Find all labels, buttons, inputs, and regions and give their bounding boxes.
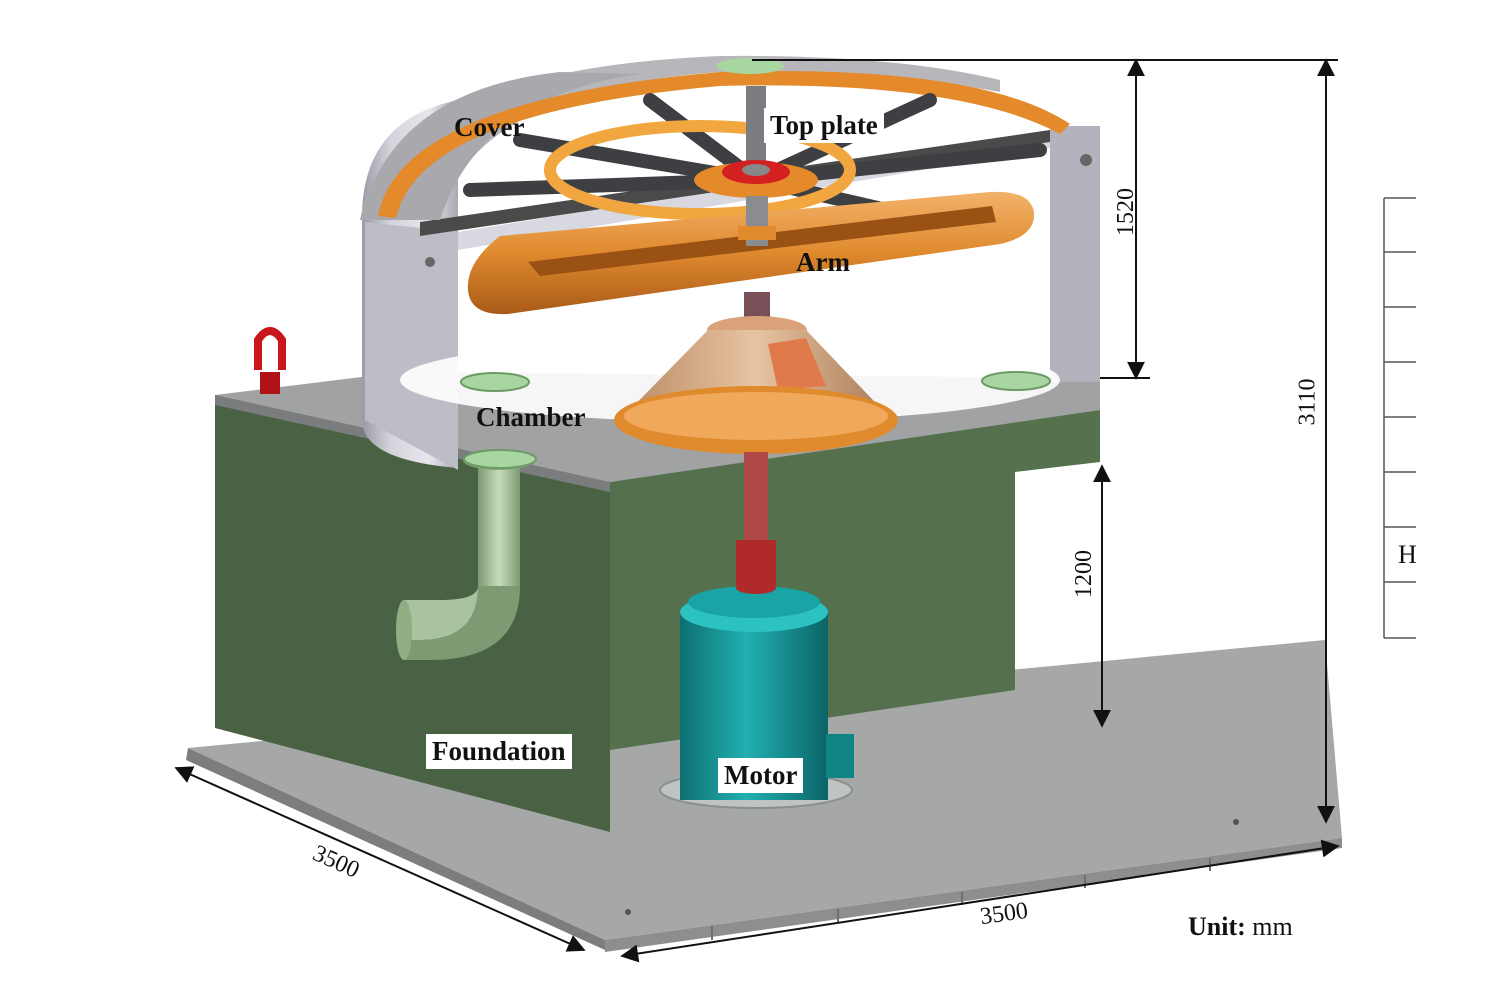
label-chamber: Chamber: [476, 402, 586, 432]
side-table-cell: H: [1398, 540, 1417, 569]
label-arm: Arm: [796, 247, 850, 277]
unit-value: mm: [1252, 912, 1293, 941]
side-table: [1383, 197, 1416, 639]
top-plate: [544, 86, 856, 220]
drive-shaft-and-cone: [614, 292, 898, 592]
lifting-eye: [254, 327, 286, 394]
rotating-arm: [467, 191, 1035, 315]
dim-total-height: 3110: [1294, 378, 1321, 426]
ports: [460, 371, 1051, 469]
label-motor: Motor: [718, 758, 804, 793]
label-top-plate: Top plate: [764, 108, 884, 143]
label-cover: Cover: [454, 112, 525, 142]
cover: [360, 55, 1070, 220]
label-foundation: Foundation: [426, 734, 572, 769]
unit-label: Unit:: [1188, 912, 1246, 941]
unit-note: Unit: mm: [1188, 912, 1293, 942]
dim-foundation-height: 1200: [1071, 550, 1097, 598]
dim-upper-height: 1520: [1113, 188, 1139, 236]
dimension-lines: [174, 58, 1340, 963]
